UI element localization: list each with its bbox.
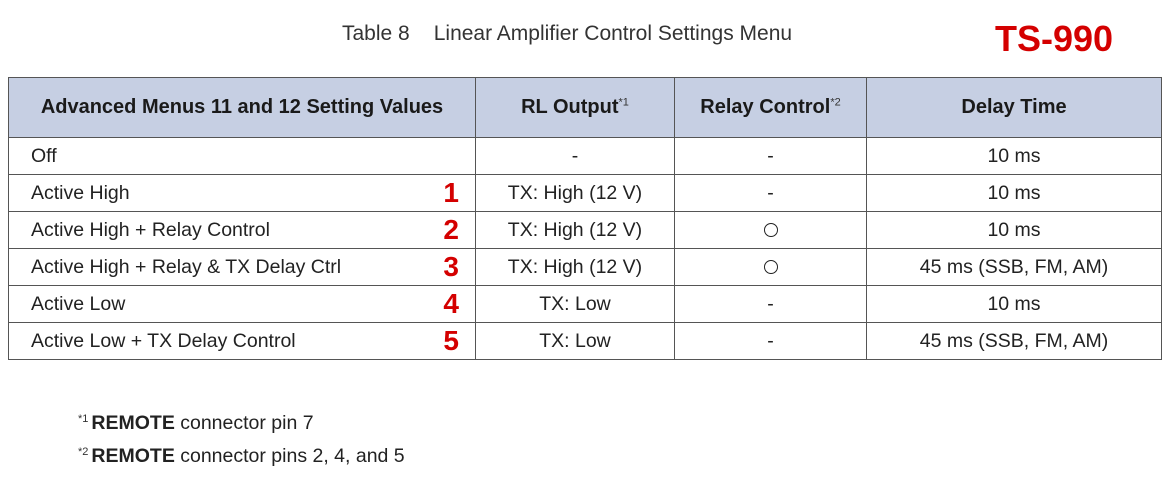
circle-icon bbox=[763, 260, 778, 275]
table-row: Off - - 10 ms bbox=[8, 137, 1162, 175]
relay-control-cell: - bbox=[674, 137, 867, 175]
delay-time-cell: 45 ms (SSB, FM, AM) bbox=[866, 248, 1162, 286]
relay-control-cell bbox=[674, 211, 867, 249]
row-index: 3 bbox=[443, 251, 459, 282]
rl-output-cell: TX: Low bbox=[475, 285, 675, 323]
header-rl-output: RL Output*1 bbox=[475, 77, 675, 138]
row-index: 2 bbox=[443, 214, 459, 245]
header-delay-time: Delay Time bbox=[866, 77, 1162, 138]
rl-output-cell: TX: High (12 V) bbox=[475, 174, 675, 212]
delay-time-cell: 10 ms bbox=[866, 211, 1162, 249]
rl-output-cell: TX: High (12 V) bbox=[475, 211, 675, 249]
delay-time-cell: 10 ms bbox=[866, 285, 1162, 323]
caption-title: Linear Amplifier Control Settings Menu bbox=[433, 22, 793, 45]
footnote-ref-1: *1 bbox=[618, 96, 629, 109]
row-index: 5 bbox=[443, 325, 459, 356]
header-setting-values: Advanced Menus 11 and 12 Setting Values bbox=[8, 77, 476, 138]
row-index: 4 bbox=[443, 288, 459, 319]
rl-output-cell: TX: High (12 V) bbox=[475, 248, 675, 286]
row-index: 1 bbox=[443, 177, 459, 208]
footnote-mark: *1 bbox=[78, 412, 89, 425]
rl-output-cell: TX: Low bbox=[475, 322, 675, 360]
relay-control-cell: - bbox=[674, 285, 867, 323]
relay-control-cell: - bbox=[674, 322, 867, 360]
setting-cell: Off bbox=[8, 137, 476, 175]
footnote-text: connector pin 7 bbox=[174, 412, 314, 434]
delay-time-cell: 10 ms bbox=[866, 174, 1162, 212]
relay-control-cell bbox=[674, 248, 867, 286]
footnote-mark: *2 bbox=[78, 445, 89, 458]
table-header-row: Advanced Menus 11 and 12 Setting Values … bbox=[8, 77, 1162, 138]
footnote-text: connector pins 2, 4, and 5 bbox=[174, 445, 405, 467]
circle-icon bbox=[763, 223, 778, 238]
model-label: TS-990 bbox=[995, 18, 1114, 59]
header-relay-control: Relay Control*2 bbox=[674, 77, 867, 138]
relay-control-cell: - bbox=[674, 174, 867, 212]
footnote-bold: REMOTE bbox=[91, 412, 175, 434]
footnote-bold: REMOTE bbox=[91, 445, 175, 467]
caption-number: Table 8 bbox=[342, 22, 410, 45]
footnote-ref-2: *2 bbox=[830, 96, 841, 109]
rl-output-cell: - bbox=[475, 137, 675, 175]
delay-time-cell: 45 ms (SSB, FM, AM) bbox=[866, 322, 1162, 360]
delay-time-cell: 10 ms bbox=[866, 137, 1162, 175]
settings-table: Advanced Menus 11 and 12 Setting Values … bbox=[8, 77, 1162, 360]
